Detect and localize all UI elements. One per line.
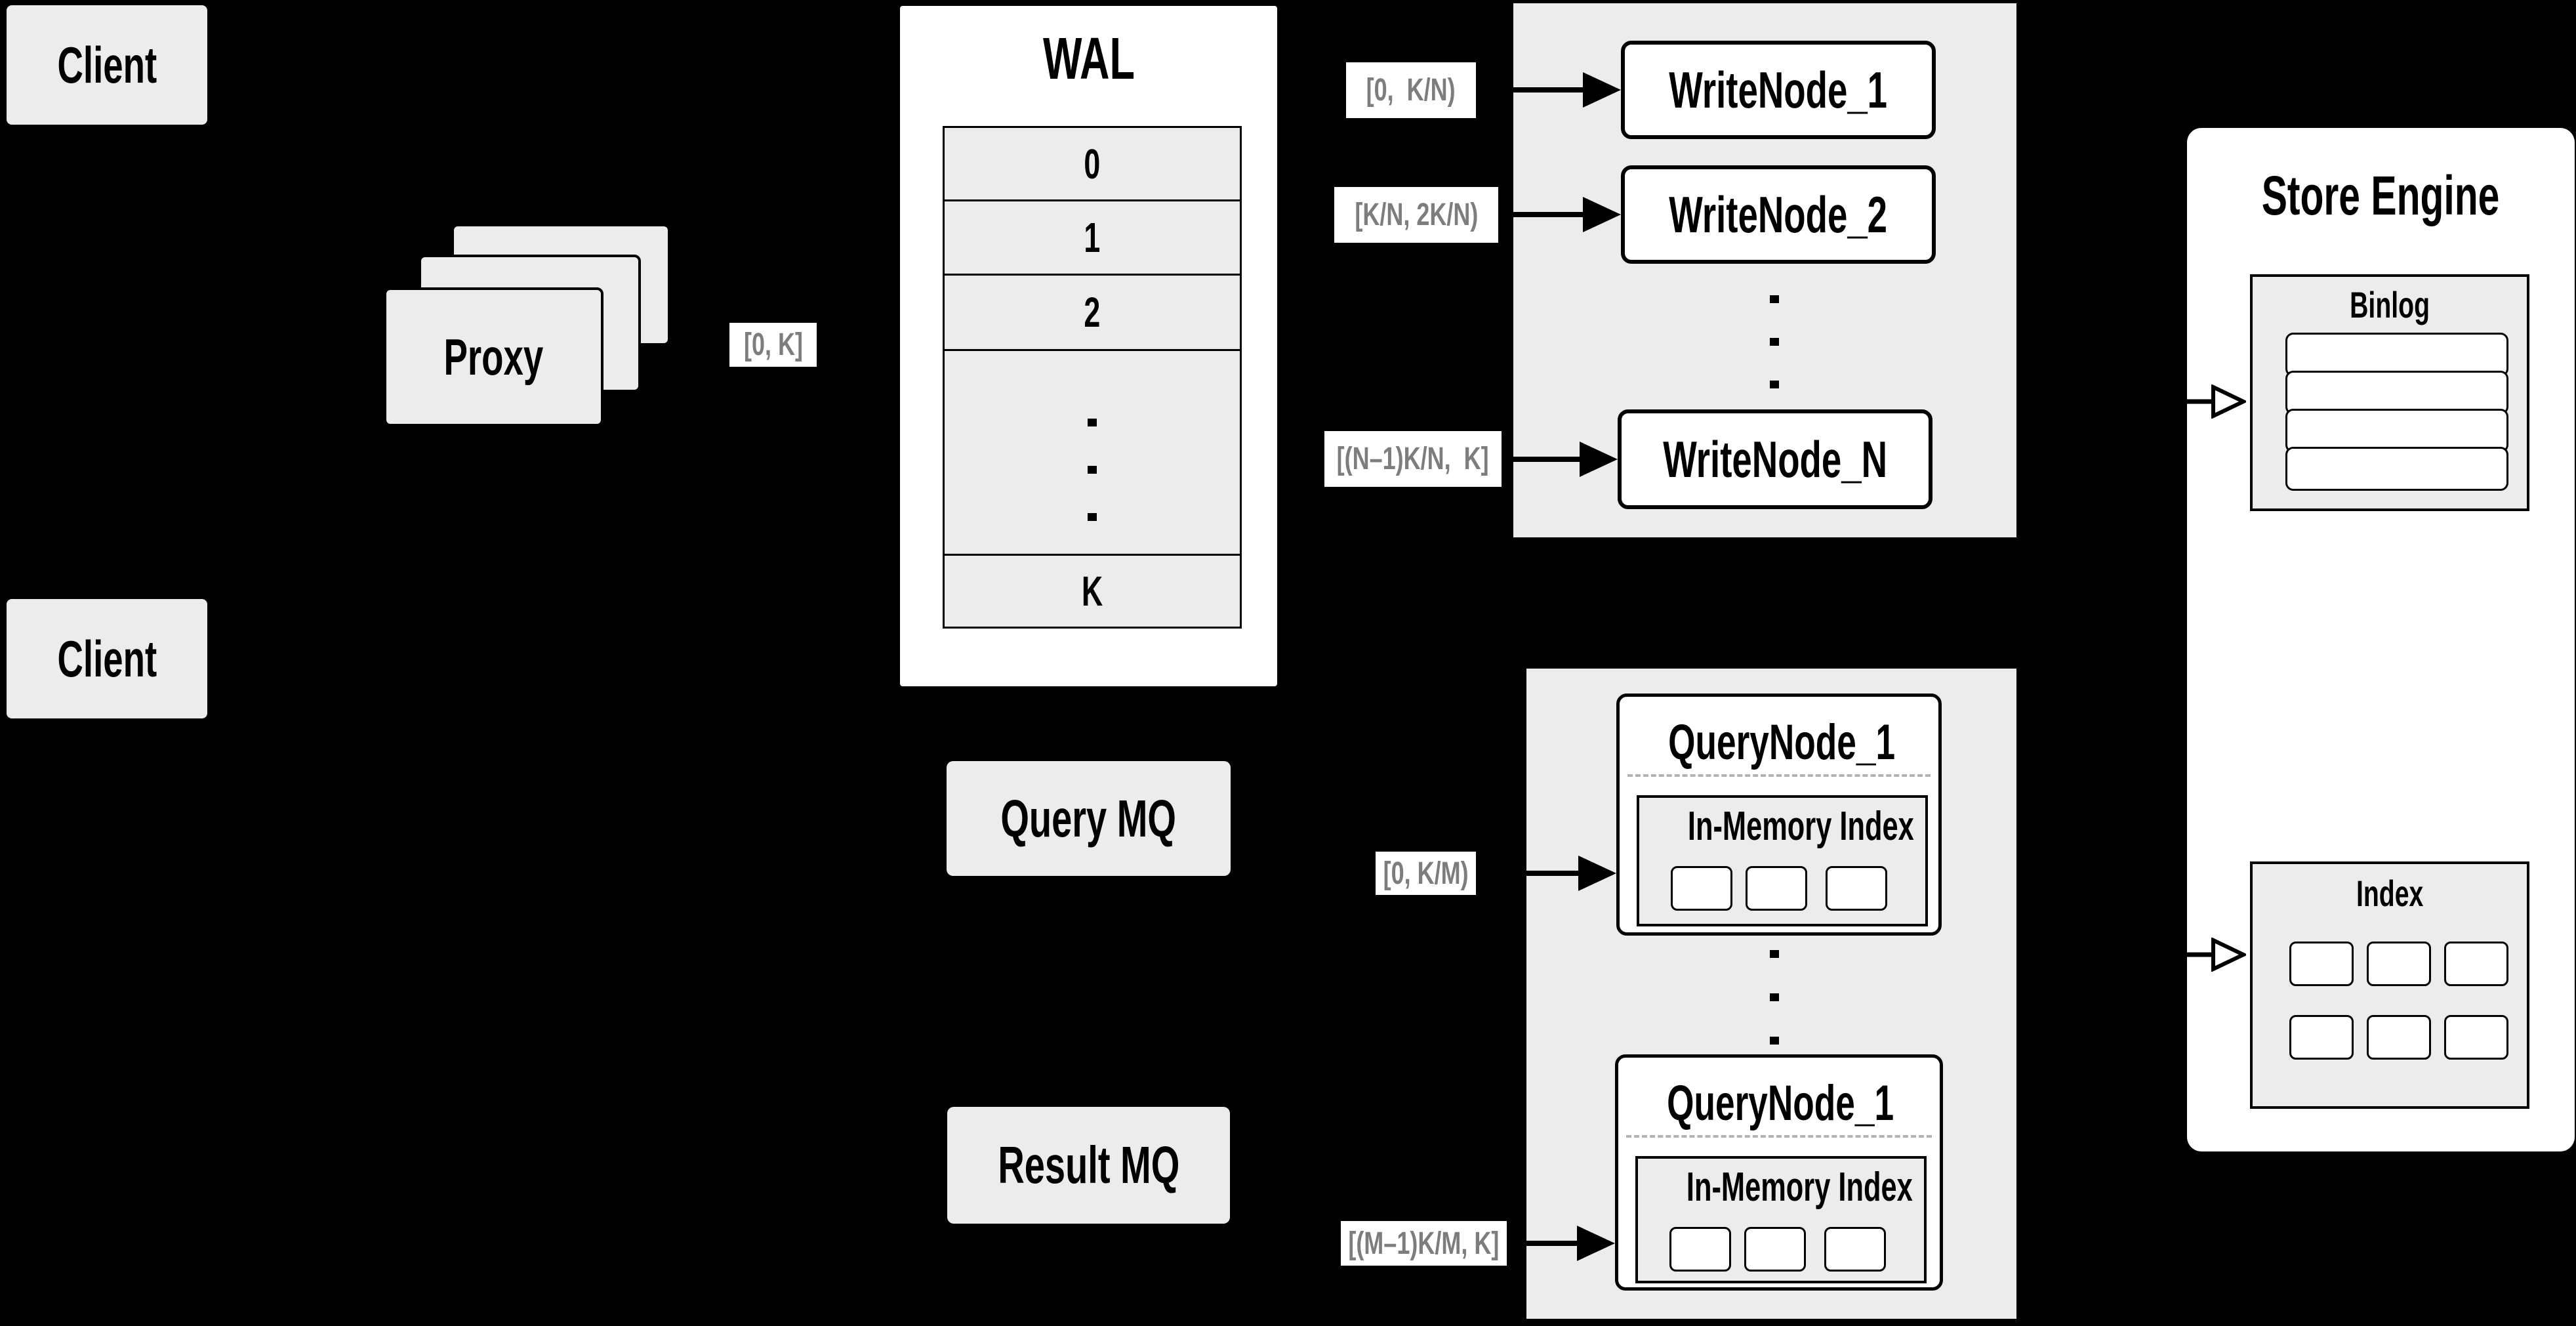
- binlog-row: [2285, 333, 2508, 377]
- range-label-proxy-wal-text: [0, K]: [743, 327, 803, 362]
- wal-ellipsis-dot: [1088, 419, 1097, 426]
- range-label-write-n: [(N–1)K/N, K]: [1324, 431, 1502, 487]
- client-box-top: Client: [7, 5, 207, 125]
- arrow-index-icon: [2121, 938, 2246, 972]
- result-mq-box: Result MQ: [947, 1107, 1230, 1224]
- index-title: Index: [2356, 873, 2424, 914]
- query-nodes-ellipsis-dot: [1770, 1037, 1779, 1045]
- query-node-1: QueryNode_1 In-Memory Index: [1616, 694, 1942, 936]
- wal-title: WAL: [1042, 26, 1135, 92]
- index-cell: [1746, 866, 1807, 911]
- index-cell: [1824, 1227, 1886, 1272]
- index-box: Index: [2250, 861, 2529, 1109]
- proxy-label: Proxy: [443, 327, 544, 386]
- arrow-write-node-n-icon: [1505, 442, 1618, 477]
- binlog-row: [2285, 409, 2508, 453]
- index-cell: [2289, 942, 2354, 986]
- query-node-m-title: QueryNode_1: [1667, 1075, 1894, 1131]
- in-memory-index-2-label: In-Memory Index: [1686, 1165, 1913, 1210]
- store-engine-title: Store Engine: [2262, 165, 2500, 226]
- client-box-bottom: Client: [7, 599, 207, 718]
- index-cell: [1669, 1227, 1731, 1272]
- in-memory-index-1-label: In-Memory Index: [1687, 804, 1914, 849]
- index-cell: [1671, 866, 1732, 911]
- range-label-proxy-wal: [0, K]: [729, 323, 817, 367]
- wal-ellipsis-dot: [1088, 513, 1097, 521]
- in-memory-index-box-1: In-Memory Index: [1637, 795, 1928, 926]
- index-cell: [2367, 1015, 2431, 1060]
- wal-segment-ellipsis: [943, 349, 1242, 556]
- write-nodes-ellipsis-dot: [1770, 338, 1779, 346]
- index-cell: [2289, 1015, 2354, 1060]
- write-nodes-ellipsis-dot: [1770, 381, 1779, 388]
- proxy-box-front: Proxy: [384, 287, 603, 426]
- in-memory-index-box-2: In-Memory Index: [1635, 1156, 1927, 1283]
- binlog-row: [2285, 447, 2508, 491]
- query-node-1-divider: [1627, 774, 1931, 777]
- query-nodes-ellipsis-dot: [1770, 993, 1779, 1001]
- wal-panel: WAL 0 1 2 K: [897, 3, 1280, 689]
- query-mq-box: Query MQ: [947, 761, 1231, 876]
- range-label-write-1: [0, K/N): [1346, 62, 1476, 118]
- client-bottom-label: Client: [57, 629, 157, 688]
- write-node-2: WriteNode_2: [1621, 165, 1936, 264]
- arrow-write-node-1-icon: [1479, 72, 1621, 108]
- query-node-m-divider: [1626, 1135, 1932, 1138]
- binlog-title: Binlog: [2350, 284, 2430, 325]
- index-cell: [2444, 942, 2508, 986]
- binlog-row: [2285, 371, 2508, 415]
- wal-segment-k: K: [943, 554, 1242, 629]
- wal-segment-1: 1: [943, 199, 1242, 276]
- wal-segment-2: 2: [943, 274, 1242, 351]
- write-nodes-ellipsis-dot: [1770, 295, 1779, 303]
- arrow-write-node-2-icon: [1502, 197, 1621, 232]
- wal-ellipsis-dot: [1088, 466, 1097, 474]
- range-label-query-1: [0, K/M): [1376, 852, 1476, 895]
- write-node-1: WriteNode_1: [1621, 41, 1936, 139]
- arrow-binlog-icon: [2121, 384, 2246, 419]
- query-node-m: QueryNode_1 In-Memory Index: [1615, 1054, 1943, 1291]
- wal-segment-0: 0: [943, 126, 1242, 201]
- index-cell: [2367, 942, 2431, 986]
- index-cell: [1826, 866, 1887, 911]
- index-cell: [2444, 1015, 2508, 1060]
- client-top-label: Client: [57, 35, 157, 94]
- query-node-1-title: QueryNode_1: [1668, 715, 1896, 770]
- binlog-box: Binlog: [2250, 274, 2529, 511]
- arrow-query-node-1-icon: [1482, 856, 1616, 891]
- index-cell: [1744, 1227, 1806, 1272]
- query-nodes-ellipsis-dot: [1770, 950, 1779, 958]
- store-engine-panel: Store Engine Binlog Index: [2187, 128, 2575, 1151]
- range-label-write-2: [K/N, 2K/N): [1334, 187, 1498, 243]
- arrow-query-node-m-icon: [1513, 1226, 1615, 1261]
- write-node-n: WriteNode_N: [1618, 409, 1932, 509]
- range-label-query-m: [(M–1)K/M, K]: [1341, 1221, 1507, 1266]
